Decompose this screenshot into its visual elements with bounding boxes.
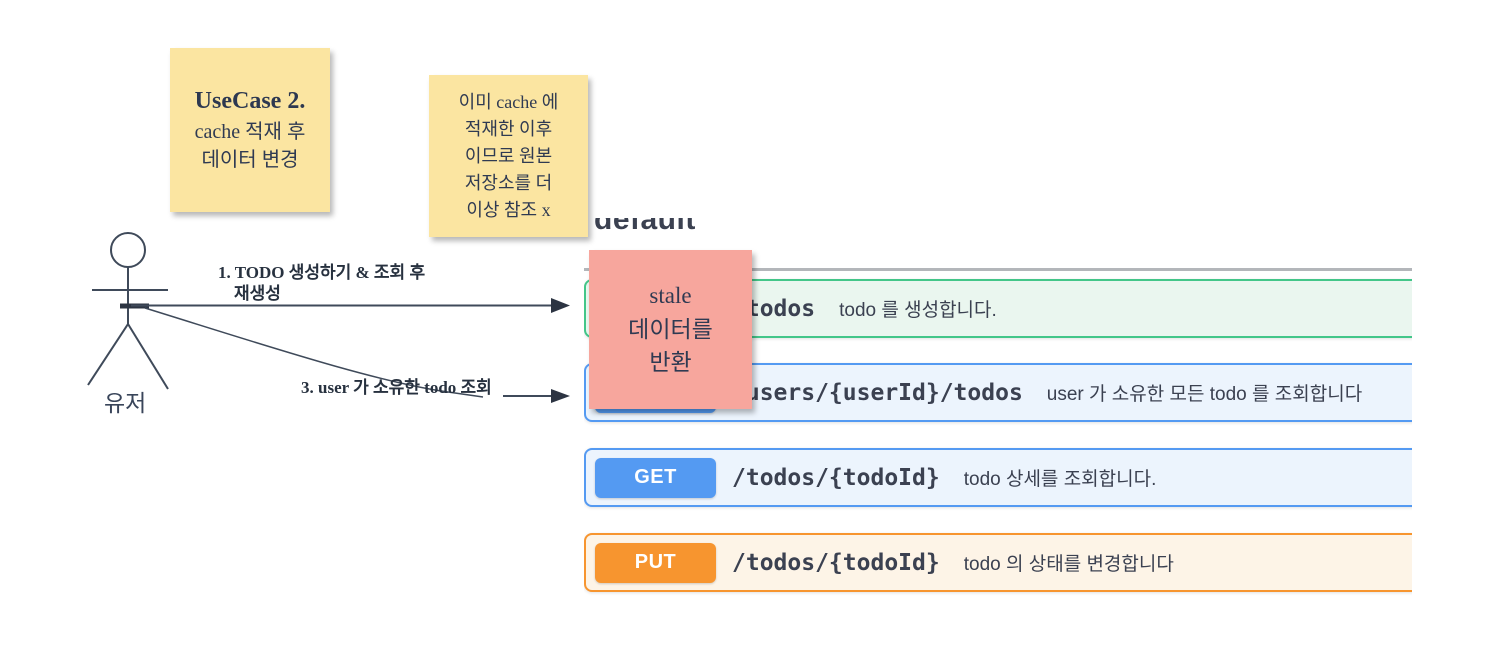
sticky-note-line: cache 적재 후 — [194, 120, 306, 143]
sticky-note-line: 반환 — [649, 350, 692, 376]
sticky-note-line: 저장소를 더 — [464, 172, 553, 193]
endpoint-path: /todos/{todoId} — [732, 549, 940, 576]
arrow2-head-icon — [551, 389, 570, 403]
sticky-note-line: 이미 cache 에 — [458, 91, 559, 112]
sticky-note-title: UseCase 2. — [194, 88, 306, 115]
method-badge-get[interactable]: GET — [595, 457, 716, 498]
endpoint-description: todo 상세를 조회합니다. — [963, 469, 1157, 490]
sticky-note-line: 적재한 이후 — [464, 118, 553, 139]
sticky-note-cache: 이미 cache 에 적재한 이후 이므로 원본 저장소를 더 이상 참조 x — [429, 75, 588, 237]
sticky-note-usecase: UseCase 2. cache 적재 후 데이터 변경 — [170, 48, 330, 212]
arrow1-head-icon — [551, 298, 570, 313]
sticky-note-line: stale — [649, 283, 692, 309]
actor-label: 유저 — [104, 391, 147, 416]
sticky-note-line: 이상 참조 x — [466, 199, 551, 220]
section-divider — [584, 268, 1412, 271]
arrow1-label-line1: 1. TODO 생성하기 & 조회 후 — [218, 263, 426, 282]
sticky-note-line: 데이터를 — [628, 316, 713, 342]
endpoint-row-get-todo-detail[interactable]: GET /todos/{todoId} todo 상세를 조회합니다. — [584, 448, 1412, 507]
actor-left-leg — [87, 323, 129, 386]
sticky-note-line: 이므로 원본 — [464, 145, 553, 166]
endpoint-path: /todos/{todoId} — [732, 464, 940, 491]
actor-right-leg — [127, 323, 169, 390]
arrow1-label-line2: 재생성 — [234, 284, 281, 303]
sticky-note-stale: stale 데이터를 반환 — [589, 250, 752, 409]
sticky-note-line: 데이터 변경 — [201, 148, 299, 171]
endpoint-description: todo 의 상태를 변경합니다 — [963, 554, 1174, 575]
endpoint-path: /users/{userId}/todos — [732, 379, 1023, 406]
arrow2-label: 3. user 가 소유한 todo 조회 — [301, 378, 492, 397]
endpoint-row-put-todo[interactable]: PUT /todos/{todoId} todo 의 상태를 변경합니다 — [584, 533, 1412, 592]
swagger-section-title[interactable]: default — [594, 218, 696, 236]
method-badge-put[interactable]: PUT — [595, 542, 716, 583]
endpoint-description: todo 를 생성합니다. — [839, 300, 997, 321]
actor-head — [110, 232, 146, 268]
endpoint-description: user 가 소유한 모든 todo 를 조회합니다 — [1046, 384, 1363, 405]
